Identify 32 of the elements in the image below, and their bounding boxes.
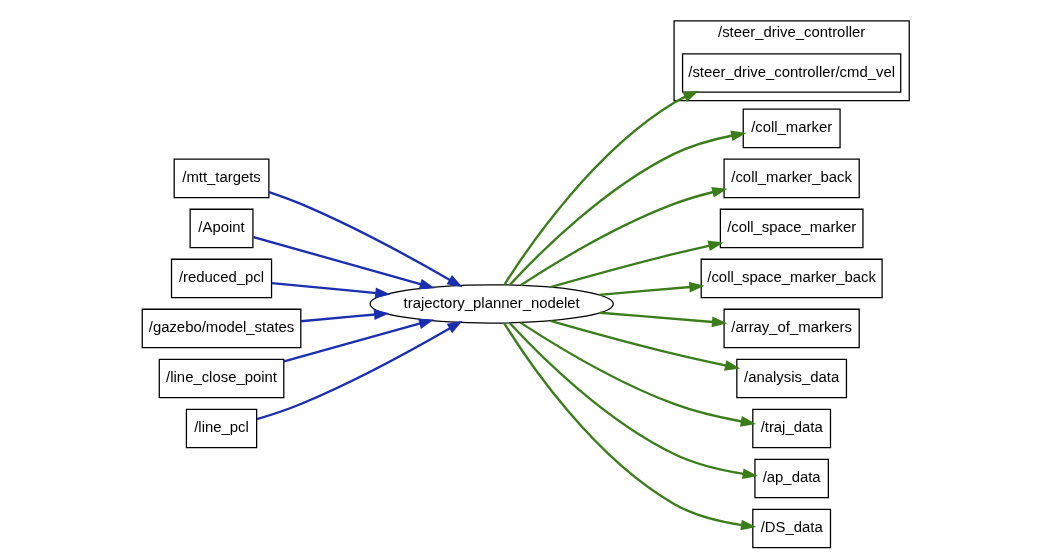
arrow [598,281,705,296]
node-box: /coll_marker [742,108,841,149]
arrow [508,130,746,286]
arrow [508,322,758,480]
node-box: /DS_data [751,508,831,549]
arrow [599,311,727,328]
node-box: /steer_drive_controller/cmd_vel [681,53,901,93]
arrow [519,187,727,287]
node-box: /traj_data [751,408,831,449]
arrow [256,320,463,421]
node-box: /line_pcl [185,408,257,449]
node-box: /mtt_targets [173,158,269,199]
arrow [502,90,699,286]
arrow [549,319,740,371]
node-box: /ap_data [753,458,829,499]
arrow [502,322,756,531]
arrow [268,190,463,288]
arrow [283,318,434,363]
node-box: /coll_space_marker_back [700,258,883,299]
arrow [549,240,724,289]
arrow [300,309,389,323]
node-box: /array_of_markers [722,308,860,349]
arrow [252,235,435,290]
node-box: /gazebo/model_states [141,308,301,349]
node-box: /coll_space_marker [719,208,864,249]
arrow [519,321,756,427]
node-box: /coll_marker_back [722,158,860,199]
node-box: /Apoint [189,208,254,249]
node-box: /reduced_pcl [170,258,272,299]
node-box: /line_close_point [158,358,284,399]
node-box: /analysis_data [735,358,847,399]
arrow [271,281,391,299]
